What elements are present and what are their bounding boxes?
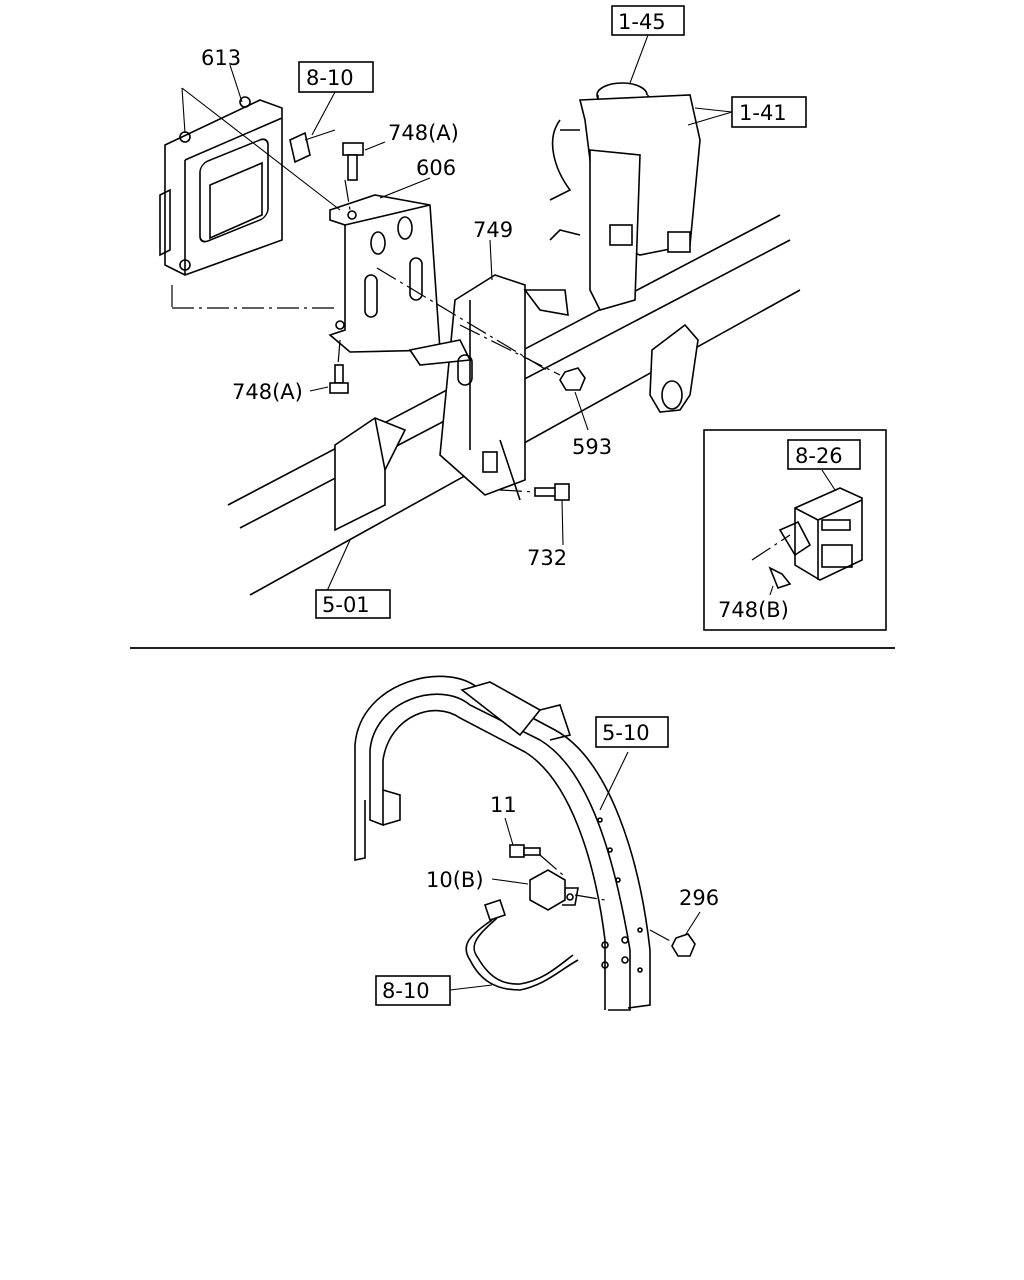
connector-8-10-top [289,129,336,164]
callout-748b: 748(B) [718,598,789,622]
callout-1-45: 1-45 [618,10,666,34]
ecu-module [159,96,283,276]
bolt-748a-top [342,142,364,181]
callout-11: 11 [490,793,517,817]
callout-613: 613 [201,46,241,70]
callout-593: 593 [572,435,612,459]
bolt-732 [534,483,570,501]
callout-8-10-top: 8-10 [306,66,354,90]
callout-296: 296 [679,886,719,910]
callout-labels: 613 8-10 748(A) 606 1-45 1-41 749 748(A)… [201,5,861,1006]
wire-harness [465,898,579,991]
sensor-10b [529,869,579,911]
leader-lines-upper [171,34,836,603]
bracket-749 [408,274,569,501]
canister-1-45 [549,82,701,311]
callout-8-10-bottom: 8-10 [382,979,430,1003]
callout-732: 732 [527,546,567,570]
bolt-748a-bottom [329,364,349,394]
callout-10b: 10(B) [426,868,484,892]
lower-assembly [354,675,701,1011]
callout-5-01: 5-01 [322,593,370,617]
rear-frame-arch [354,675,651,1011]
callout-1-41: 1-41 [739,101,787,125]
bolt-11 [509,844,541,858]
nut-593 [559,367,586,391]
callout-748a-top: 748(A) [388,121,459,145]
callout-5-10: 5-10 [602,721,650,745]
callout-749: 749 [473,218,513,242]
callout-8-26: 8-26 [795,444,843,468]
callout-748a-bottom: 748(A) [232,380,303,404]
callout-606: 606 [416,156,456,180]
nut-296 [671,933,696,957]
